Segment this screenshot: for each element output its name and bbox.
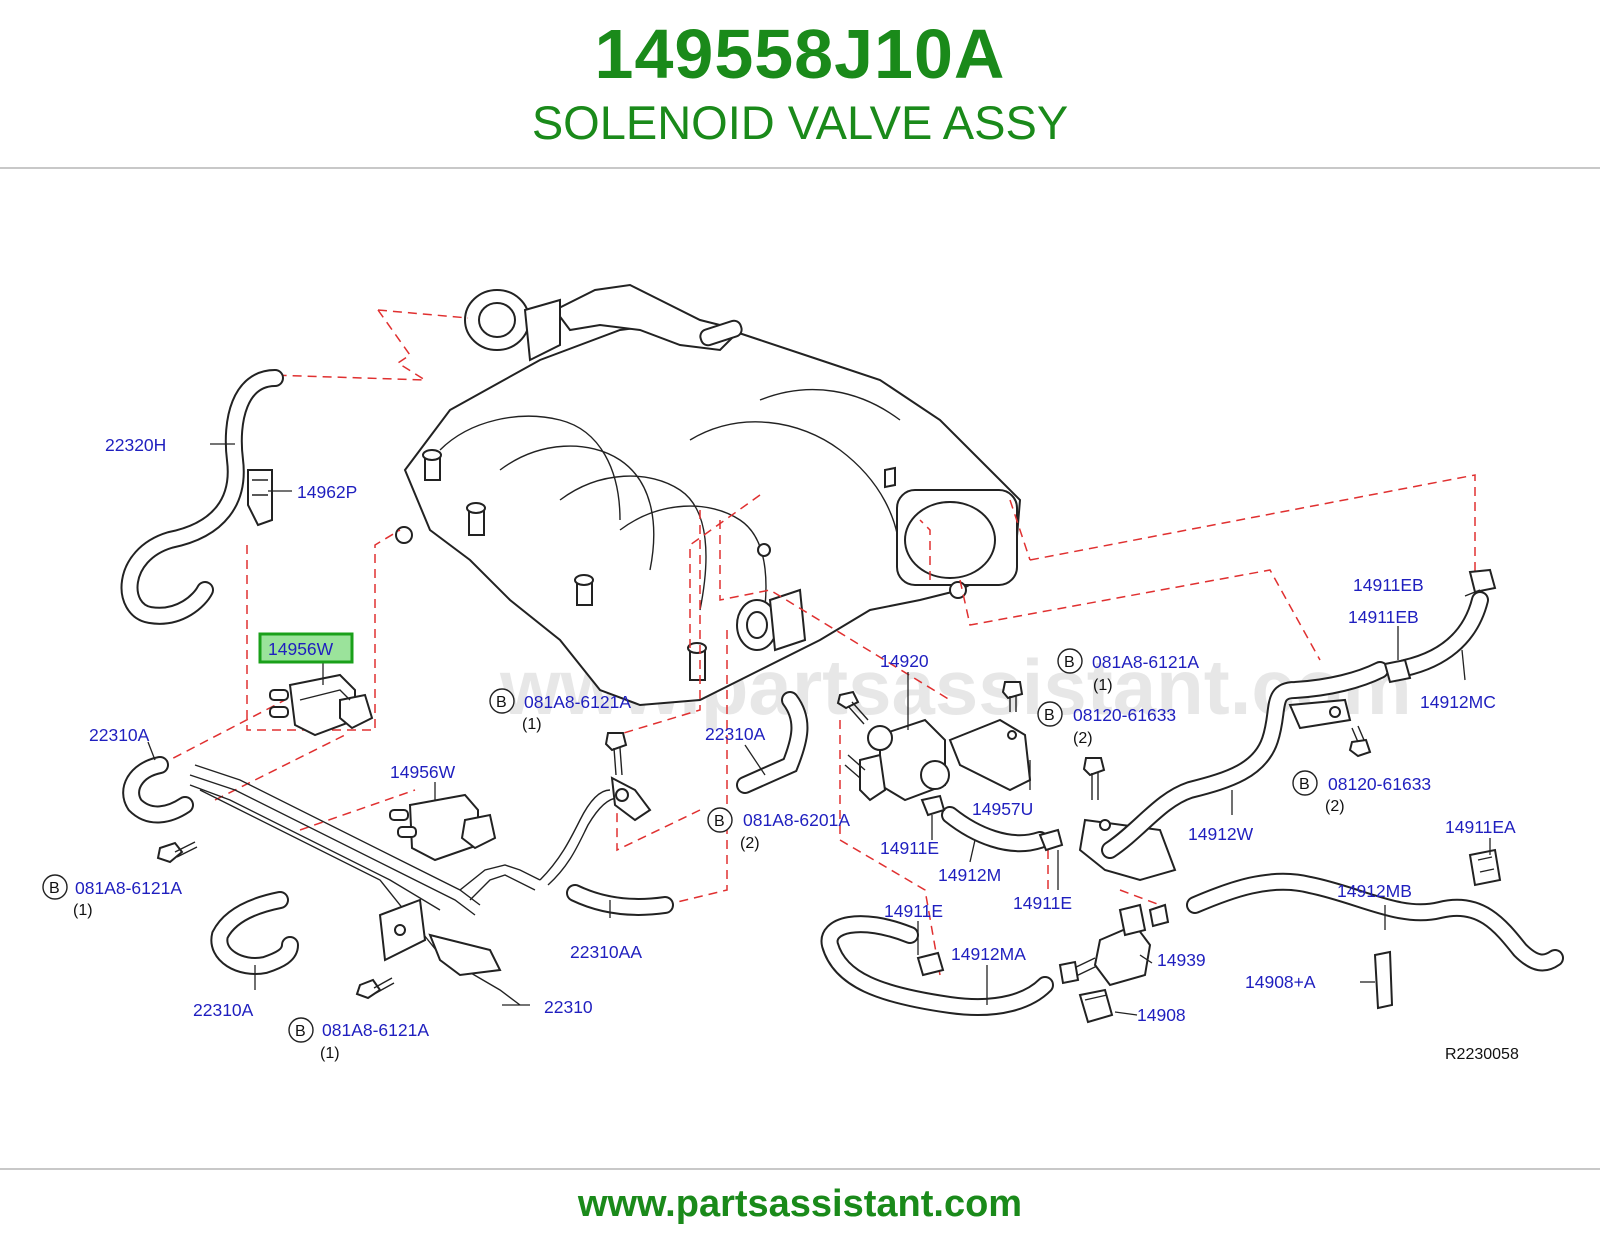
label-14912MB[interactable]: 14912MB: [1337, 881, 1412, 901]
hose-22310AA: [566, 884, 674, 916]
bolt-marker: B: [1064, 654, 1075, 671]
label-14911EB-1[interactable]: 14911EB: [1353, 575, 1424, 595]
label-22310[interactable]: 22310: [544, 997, 593, 1017]
label-14920[interactable]: 14920: [880, 651, 929, 671]
solenoid-valve-14956W-lower: [389, 793, 497, 862]
bolt-icon-2: [355, 977, 395, 1000]
clip-14911EB-2: [1383, 658, 1412, 684]
bracket-plate: [1078, 818, 1177, 882]
bolt-qty: (2): [1073, 730, 1093, 747]
hose-14912MC: [1396, 591, 1489, 677]
bolt-label[interactable]: 081A8-6201A: [743, 810, 850, 830]
valve-14920: [844, 718, 950, 802]
bolt-qty: (1): [320, 1045, 340, 1062]
hose-22310A-middle: [610, 691, 809, 822]
hose-22320H: [120, 369, 284, 625]
bolt-qty: (1): [1093, 677, 1113, 694]
label-14912MA[interactable]: 14912MA: [951, 944, 1026, 964]
hose-14912MB: [1186, 872, 1564, 972]
label-14956W-lower[interactable]: 14956W: [390, 762, 456, 782]
leader-lines: [147, 443, 1491, 1016]
bolt-qty: (2): [740, 835, 760, 852]
label-14908A[interactable]: 14908+A: [1245, 972, 1316, 992]
bolt-callout-1: B 081A8-6121A (1): [42, 874, 182, 919]
bolt-qty: (2): [1325, 798, 1345, 815]
clip-14911E-2: [1038, 828, 1064, 852]
page-header: 149558J10A SOLENOID VALVE ASSY: [0, 0, 1600, 168]
bolt-label[interactable]: 08120-61633: [1328, 774, 1431, 794]
label-14911E-3[interactable]: 14911E: [884, 901, 943, 921]
header-divider: [0, 167, 1600, 169]
label-14911E-1[interactable]: 14911E: [880, 838, 939, 858]
clip-14911E-1: [920, 794, 946, 817]
clamp-14908A: [1373, 950, 1394, 1010]
bolt-callout-3: B 081A8-6201A (2): [707, 807, 850, 852]
label-14912MC[interactable]: 14912MC: [1420, 692, 1496, 712]
hose-14912MA: [820, 915, 1054, 1017]
clip-14911EB-1: [1468, 568, 1497, 594]
clip-14911E-3: [916, 951, 945, 977]
bolt-qty: (1): [522, 716, 542, 733]
label-14956W-highlighted[interactable]: 14956W: [268, 639, 334, 659]
part-number-title: 149558J10A: [594, 15, 1006, 93]
bolt-callout-5: B 08120-61633 (2): [1037, 701, 1176, 747]
valve-14939: [1058, 903, 1170, 987]
pipe-assembly-22310: [189, 764, 619, 1006]
bolt-icon-3: [604, 732, 628, 776]
solenoid-valve-14956W-upper[interactable]: [269, 673, 374, 737]
bolt-icon-1: [156, 841, 198, 864]
bolt-label[interactable]: 08120-61633: [1073, 705, 1176, 725]
bolt-label[interactable]: 081A8-6121A: [75, 878, 182, 898]
hose-22310A-left: [122, 756, 194, 824]
bolt-marker: B: [49, 880, 60, 897]
bolt-icon-6: [1082, 757, 1106, 800]
footer-website-link[interactable]: www.partsassistant.com: [577, 1183, 1023, 1225]
label-14908[interactable]: 14908: [1137, 1005, 1186, 1025]
bolt-callout-4: B 081A8-6121A (1): [489, 688, 631, 733]
label-14911E-2[interactable]: 14911E: [1013, 893, 1072, 913]
label-14912M[interactable]: 14912M: [938, 865, 1001, 885]
bolt-callout-6: B 08120-61633 (2): [1292, 770, 1431, 815]
bolt-callout-7: B 081A8-6121A (1): [1057, 648, 1199, 694]
label-14912W[interactable]: 14912W: [1188, 824, 1254, 844]
part-name-subtitle: SOLENOID VALVE ASSY: [531, 96, 1069, 149]
hose-14912M: [941, 806, 1049, 853]
label-22310A-left[interactable]: 22310A: [89, 725, 150, 745]
bolt-marker: B: [1044, 707, 1055, 724]
bolt-marker: B: [714, 813, 725, 830]
bolt-icon-5: [1001, 681, 1024, 712]
clip-14962P: [247, 469, 273, 527]
bolt-label[interactable]: 081A8-6121A: [1092, 652, 1199, 672]
bolt-label[interactable]: 081A8-6121A: [322, 1020, 429, 1040]
diagram-reference-code: R2230058: [1445, 1046, 1519, 1063]
bolt-marker: B: [295, 1023, 306, 1040]
bolt-marker: B: [496, 694, 507, 711]
label-14957U[interactable]: 14957U: [972, 799, 1033, 819]
bolt-qty: (1): [73, 902, 93, 919]
bolt-label[interactable]: 081A8-6121A: [524, 692, 631, 712]
intake-manifold-drawing: [395, 283, 1022, 707]
label-14911EA[interactable]: 14911EA: [1445, 817, 1516, 837]
label-22310AA[interactable]: 22310AA: [570, 942, 642, 962]
label-14939[interactable]: 14939: [1157, 950, 1206, 970]
label-14911EB-2[interactable]: 14911EB: [1348, 607, 1419, 627]
part-labels: 22320H 14962P 14956W 22310A 14956W 22310…: [89, 435, 1516, 1025]
bolt-marker: B: [1299, 776, 1310, 793]
footer-divider: [0, 1168, 1600, 1170]
reference-dashed-lines: [159, 309, 1476, 976]
bolt-icon-7: [1348, 725, 1372, 758]
clamp-14908: [1078, 988, 1114, 1024]
clip-14911EA: [1468, 848, 1502, 887]
hose-22310A-lower: [210, 891, 299, 975]
label-22320H[interactable]: 22320H: [105, 435, 166, 455]
hose-14912W: [1101, 661, 1389, 859]
label-22310A-lower[interactable]: 22310A: [193, 1000, 254, 1020]
bolt-callout-2: B 081A8-6121A (1): [288, 1017, 429, 1062]
highlight-box: [258, 632, 354, 664]
bolt-icon-4: [836, 690, 869, 725]
label-22310A-middle[interactable]: 22310A: [705, 724, 766, 744]
label-14962P[interactable]: 14962P: [297, 482, 357, 502]
